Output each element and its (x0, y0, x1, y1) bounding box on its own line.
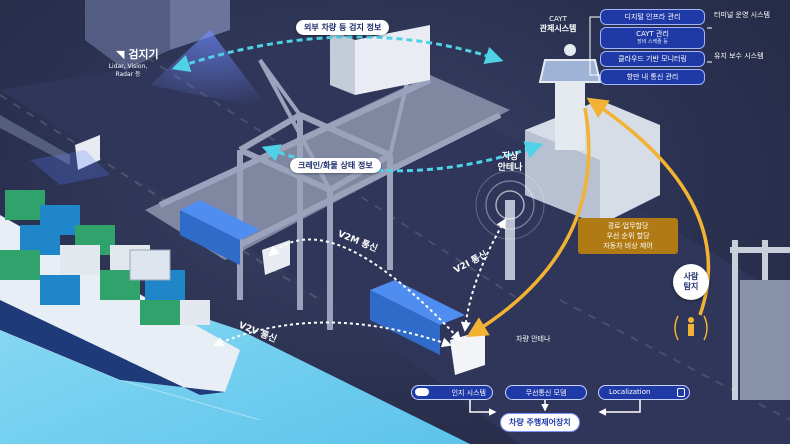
function-cloud-monitoring: 클라우드 기반 모니터링 (600, 51, 705, 67)
localization-module: Localization (598, 385, 690, 400)
perception-system: 인지 시스템 (411, 385, 493, 400)
ground-antenna-label: 지상 안테나 (497, 152, 523, 173)
crane-status-info-label: 크레인/화물 상태 정보 (290, 158, 381, 173)
route-assignment-box: 경로·업무할당 우선 순위 할당 자동차 비상 제어 (578, 218, 678, 254)
control-center-name-ko: 관제시스템 (539, 24, 577, 33)
detector-title: 검지기 (128, 48, 159, 61)
detector-label: ◥ 검지기 (116, 46, 159, 62)
antenna-icon (475, 170, 545, 280)
sensor-icon (677, 388, 685, 397)
vehicle-controller: 차량 주행제어장치 (500, 413, 580, 432)
sensor-icon: ◥ (116, 48, 125, 61)
function-cayt-manage: CAYT 관리 장비 스케줄 등 (600, 27, 705, 49)
ship-icon (0, 190, 240, 395)
external-vehicle-info-label: 외부 차량 등 검지 정보 (296, 20, 390, 35)
function-port-comm: 항만 내 통신 관리 (600, 69, 705, 85)
terminal-ops-system: 터미널 운영 시스템 (714, 11, 770, 19)
function-digital-infra: 디지털 인프라 관리 (600, 9, 705, 25)
tower-icon (525, 44, 660, 225)
route-line-2: 우선 순위 할당 (606, 232, 650, 240)
route-line-3: 자동차 비상 제어 (603, 242, 653, 250)
maintenance-system: 유지 보수 시스템 (714, 52, 764, 60)
person-detection-badge: 사람 탐지 (673, 264, 709, 300)
detector-sensors: Lidar, Vision, Radar 등 (108, 63, 148, 78)
route-line-1: 경로·업무할당 (607, 222, 649, 230)
vehicle-antenna-label: 차량 안테나 (516, 335, 551, 343)
control-center-label: CAYT 관제시스템 (530, 15, 586, 34)
control-center-name-en: CAYT (549, 15, 567, 23)
ship-icon (415, 388, 429, 396)
wireless-modem: 무선통신 모뎀 (505, 385, 587, 400)
person-icon (674, 315, 708, 341)
